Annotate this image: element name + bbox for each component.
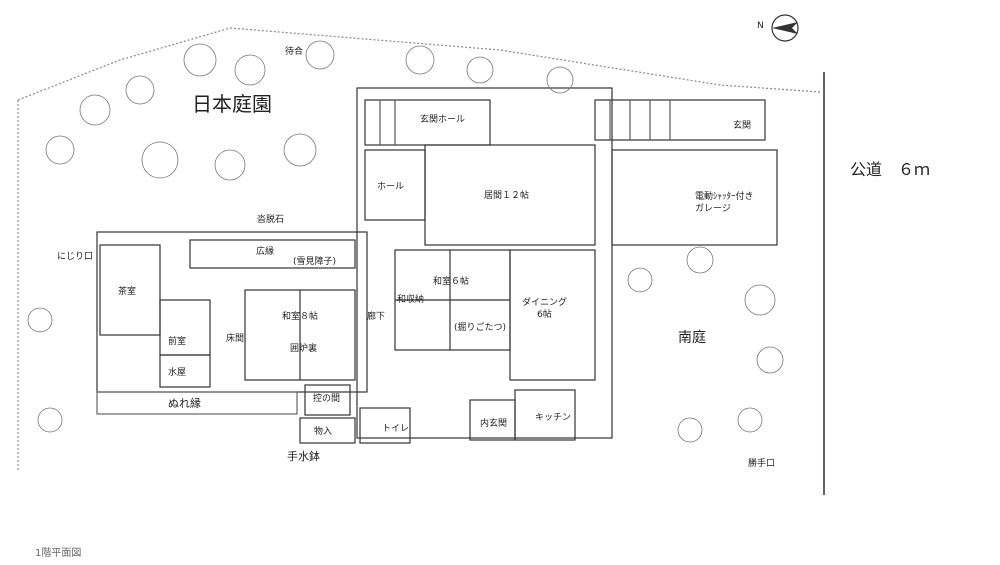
label-garage: 電動ｼｬｯﾀｰ付き ガレージ [695, 192, 754, 214]
veranda [96, 391, 298, 415]
label-nureen: ぬれ縁 [168, 397, 201, 410]
label-irori: 囲炉裏 [290, 344, 318, 354]
plan-caption: 1階平面図 [35, 548, 82, 559]
label-hall: ホール [377, 182, 405, 192]
label-entrance: 玄関 [733, 121, 752, 131]
wall-garage [611, 149, 778, 246]
label-mizuya: 水屋 [168, 368, 187, 378]
label-tokonoma: 床間 [226, 334, 245, 344]
label-dining: ダイニング 6帖 [522, 298, 568, 320]
label-road: 公道 ６ｍ [850, 160, 931, 179]
label-horigotatsu: (掘りごたつ) [454, 323, 507, 333]
garden-trees [27, 40, 784, 443]
room-hiroen [189, 239, 356, 269]
label-chashitsu: 茶室 [118, 287, 137, 297]
label-monoire: 物入 [314, 427, 333, 437]
room-kitchen [514, 389, 576, 441]
room-mizuya [159, 354, 211, 388]
room-monoire [299, 417, 356, 444]
label-toilet: トイレ [382, 424, 410, 434]
label-minami-niwa: 南庭 [678, 330, 706, 346]
label-hiroen: 広縁 [256, 247, 275, 257]
label-sekinoma: 控の間 [313, 394, 341, 404]
label-nijiriguchi: にじり口 [57, 252, 94, 262]
label-yukimi: (雪見障子) [293, 257, 337, 267]
room-entrance-hall [364, 99, 491, 146]
room-chashitsu [99, 244, 161, 336]
label-kitchen: キッチン [535, 413, 572, 423]
label-washitsu8: 和室８帖 [282, 312, 319, 322]
label-chozubachi: 手水鉢 [287, 450, 320, 463]
room-sekinoma [304, 384, 351, 416]
label-living: 居間１２帖 [484, 191, 530, 201]
label-entrance-hall: 玄関ホール [420, 115, 466, 125]
label-japanese-garden: 日本庭園 [192, 92, 272, 116]
room-entrance [594, 99, 766, 141]
site-boundary [17, 27, 821, 470]
wall-tea-wing [96, 231, 368, 393]
compass-icon [771, 14, 799, 42]
label-waiting-arbor: 待合 [285, 47, 304, 57]
compass-letter: N [757, 21, 764, 31]
wall-main-house [356, 87, 613, 439]
label-kutsunugi: 沓脱石 [257, 215, 285, 225]
room-hall [364, 149, 426, 221]
stairs [379, 100, 671, 145]
label-wa-shuno: 和収納 [397, 295, 425, 305]
room-dining [509, 249, 596, 381]
label-rouka: 廊下 [367, 312, 386, 322]
label-maeshitsu: 前室 [168, 337, 187, 347]
label-uchigenkan: 内玄関 [480, 419, 508, 429]
label-washitsu6: 和室６帖 [433, 277, 470, 287]
room-toilet [359, 407, 411, 444]
label-kattekuchi: 勝手口 [748, 459, 776, 469]
